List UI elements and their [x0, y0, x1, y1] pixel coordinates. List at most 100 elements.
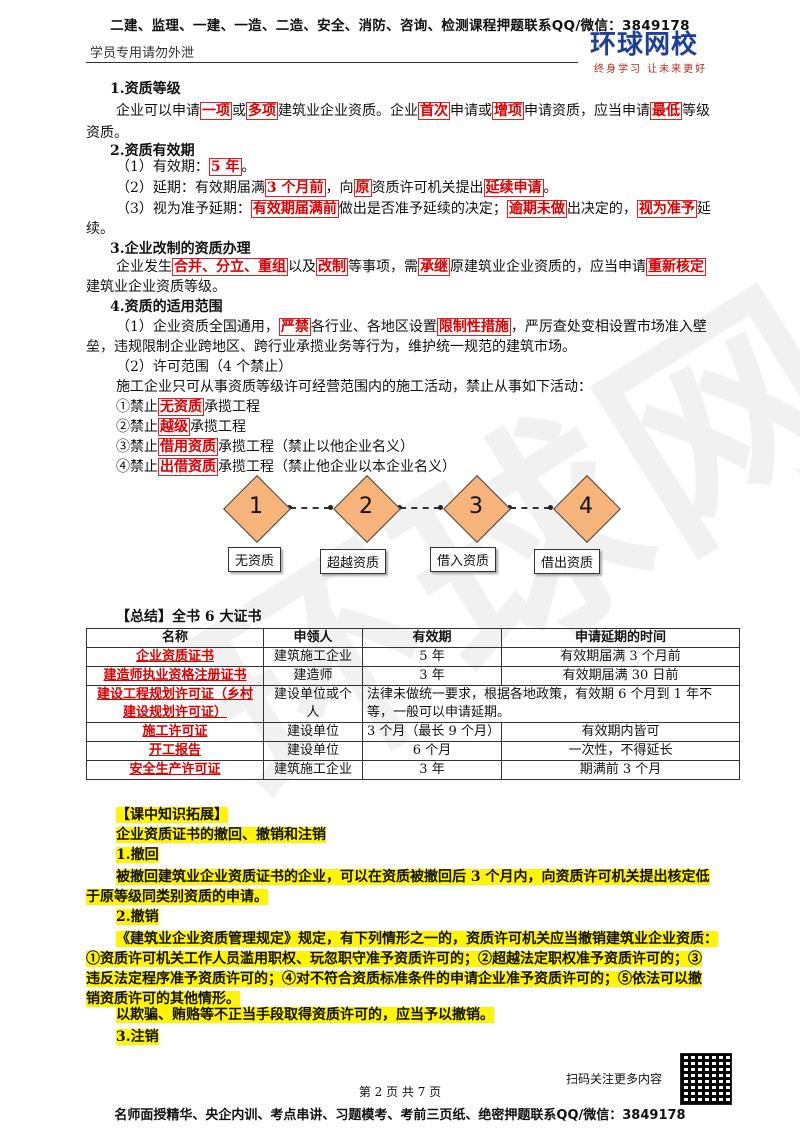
summary-table: 名称 申领人 有效期 申请延期的时间 企业资质证书 建筑施工企业 5 年 有效期…: [86, 628, 740, 780]
connector: [510, 507, 550, 509]
section-title: 4.资质的适用范围: [110, 299, 223, 315]
header-note: 学员专用请勿外泄: [90, 46, 195, 61]
ext-subtitle-wrap: 企业资质证书的撤回、撤销和注销: [116, 824, 326, 846]
paragraph: 垒，违规限制企业跨地区、跨行业承揽业务等行为，维护统一规范的建筑市场。: [86, 339, 576, 355]
paragraph: （2）许可范围（4 个禁止）: [116, 359, 293, 375]
page-number: 第 2 页 共 7 页: [358, 1085, 442, 1099]
ext-h1-wrap: 1.撤回: [116, 844, 159, 866]
column-header: 名称: [86, 628, 264, 648]
list-item: ①禁止无资质承揽工程: [116, 396, 260, 418]
connector-dot: [548, 505, 553, 510]
table-cell: 建设单位: [263, 722, 363, 742]
keyword: 一项: [200, 102, 232, 120]
keyword: 增项: [492, 102, 524, 120]
text: 承揽工程: [190, 419, 246, 435]
text: 于原等级同类别资质的申请。: [86, 889, 268, 905]
table-row: 企业资质证书 建筑施工企业 5 年 有效期届满 3 个月前: [86, 647, 740, 667]
step-label: 超越资质: [320, 549, 387, 574]
text: （3）视为准予延期：: [116, 201, 251, 217]
step-number: 4: [579, 494, 593, 519]
table-cell: 3 个月（最长 9 个月）: [362, 722, 502, 742]
connector-dot: [328, 505, 333, 510]
step-label: 无资质: [228, 547, 282, 572]
step-label: 借出资质: [534, 549, 601, 574]
text: （1）有效期：: [116, 159, 209, 175]
text: 《建筑业企业资质管理规定》规定，有下列情形之一的，资质许可机关应当撤销建筑业企业…: [116, 931, 718, 947]
section-title: 【课中知识拓展】: [116, 807, 228, 823]
step-label: 借入资质: [430, 547, 497, 572]
keyword: 合并、分立、重组: [172, 258, 288, 276]
keyword: 出借资质: [158, 458, 218, 476]
text: ③禁止: [116, 439, 158, 455]
paragraph: 建筑业企业资质等级。: [86, 279, 226, 295]
keyword: 有效期届满前: [250, 200, 339, 218]
table-cell: 有效期届满 30 日前: [501, 666, 740, 686]
table-cell: 3 年: [362, 666, 502, 686]
keyword: 严禁: [278, 318, 311, 336]
table-cell: 建筑施工企业: [263, 760, 363, 780]
text: ，向: [325, 180, 354, 196]
text: 延: [696, 201, 711, 217]
table-cell: 期满前 3 个月: [501, 760, 740, 780]
paragraph: 以欺骗、贿赂等不正当手段取得资质许可的，应当予以撤销。: [116, 1004, 494, 1026]
keyword: 最低: [650, 102, 682, 120]
section-title: 2.撤销: [116, 909, 159, 925]
cert-name: 建造师执业资格注册证书: [86, 666, 264, 686]
step-number: 2: [359, 494, 373, 519]
paragraph: ①资质许可机关工作人员滥用职权、玩忽职守准予资质许可的；②超越法定职权准予资质许…: [86, 948, 702, 970]
text: ①禁止: [116, 399, 158, 415]
keyword: 改制: [316, 258, 348, 276]
keyword: 重新核定: [646, 258, 706, 276]
cert-name: 企业资质证书: [86, 647, 264, 667]
connector-dot: [438, 505, 443, 510]
table-row: 建设工程规划许可证（乡村建设规划许可证） 建设单位或个人 法律未做统一要求，根据…: [86, 685, 740, 723]
table-cell: 建设单位: [263, 741, 363, 761]
table-cell: 法律未做统一要求，根据各地政策，有效期 6 个月到 1 年不等，一般可以申请延期…: [362, 685, 740, 723]
logo: 环球网校 终身学习 让未来更好: [590, 30, 740, 75]
qr-caption: 扫码关注更多内容: [566, 1072, 663, 1086]
column-header: 申请延期的时间: [501, 628, 740, 648]
keyword: 5 年: [208, 158, 242, 176]
ext-h2-wrap: 2.撤销: [116, 906, 159, 928]
paragraph: 违反法定程序准予资质许可的；④对不符合资质标准条件的申请企业准予资质许可的；⑤依…: [86, 968, 702, 990]
paragraph: （1）有效期：5 年。: [116, 156, 256, 178]
qr-code-icon: [680, 1053, 732, 1105]
keyword: 借用资质: [158, 438, 218, 456]
text: （1）企业资质全国通用，: [116, 319, 279, 335]
keyword: 视为准予: [636, 200, 697, 218]
table-cell: 有效期届满 3 个月前: [501, 647, 740, 667]
list-item: ②禁止越级承揽工程: [116, 416, 246, 438]
keyword: 逾期未做: [506, 200, 567, 218]
text: 。: [543, 180, 558, 196]
paragraph: 销资质许可的其他情形。: [86, 988, 240, 1010]
text: 建筑业企业资质。企业: [278, 103, 418, 119]
keyword: 延续申请: [483, 179, 544, 197]
section-title: 1.资质等级: [110, 81, 181, 97]
keyword: 越级: [158, 418, 190, 436]
text: ①资质许可机关工作人员滥用职权、玩忽职守准予资质许可的；②超越法定职权准予资质许…: [86, 951, 702, 967]
cert-name: 施工许可证: [86, 722, 264, 742]
list-item: ③禁止借用资质承揽工程（禁止以他企业名义）: [116, 436, 414, 458]
text: 企业可以申请: [116, 103, 200, 119]
text: 违反法定程序准予资质许可的；④对不符合资质标准条件的申请企业准予资质许可的；⑤依…: [86, 971, 702, 987]
paragraph: 于原等级同类别资质的申请。: [86, 886, 268, 908]
section-title: 2.资质有效期: [110, 143, 195, 159]
text: 申请资质，应当申请: [524, 103, 650, 119]
table-row: 施工许可证 建设单位 3 个月（最长 9 个月） 有效期内皆可: [86, 722, 740, 742]
connector: [400, 507, 440, 509]
paragraph: （3）视为准予延期：有效期届满前做出是否准予延续的决定；逾期未做出决定的，视为准…: [116, 198, 711, 220]
step-number: 3: [469, 494, 483, 519]
connector: [290, 507, 330, 509]
logo-title: 环球网校: [590, 30, 699, 60]
paragraph: 施工企业只可从事资质等级许可经营范围内的施工活动，禁止从事如下活动：: [116, 379, 592, 395]
text: 等级: [682, 103, 710, 119]
column-header: 申领人: [263, 628, 363, 648]
keyword: 首次: [418, 102, 450, 120]
table-header-row: 名称 申领人 有效期 申请延期的时间: [86, 628, 740, 648]
section-title: 1.撤回: [116, 847, 159, 863]
text: ④禁止: [116, 459, 158, 475]
table-cell: 建设单位或个人: [263, 685, 363, 723]
ext-title-wrap: 【课中知识拓展】: [116, 804, 228, 826]
table-cell: 6 个月: [362, 741, 502, 761]
table-cell: 有效期内皆可: [501, 722, 740, 742]
